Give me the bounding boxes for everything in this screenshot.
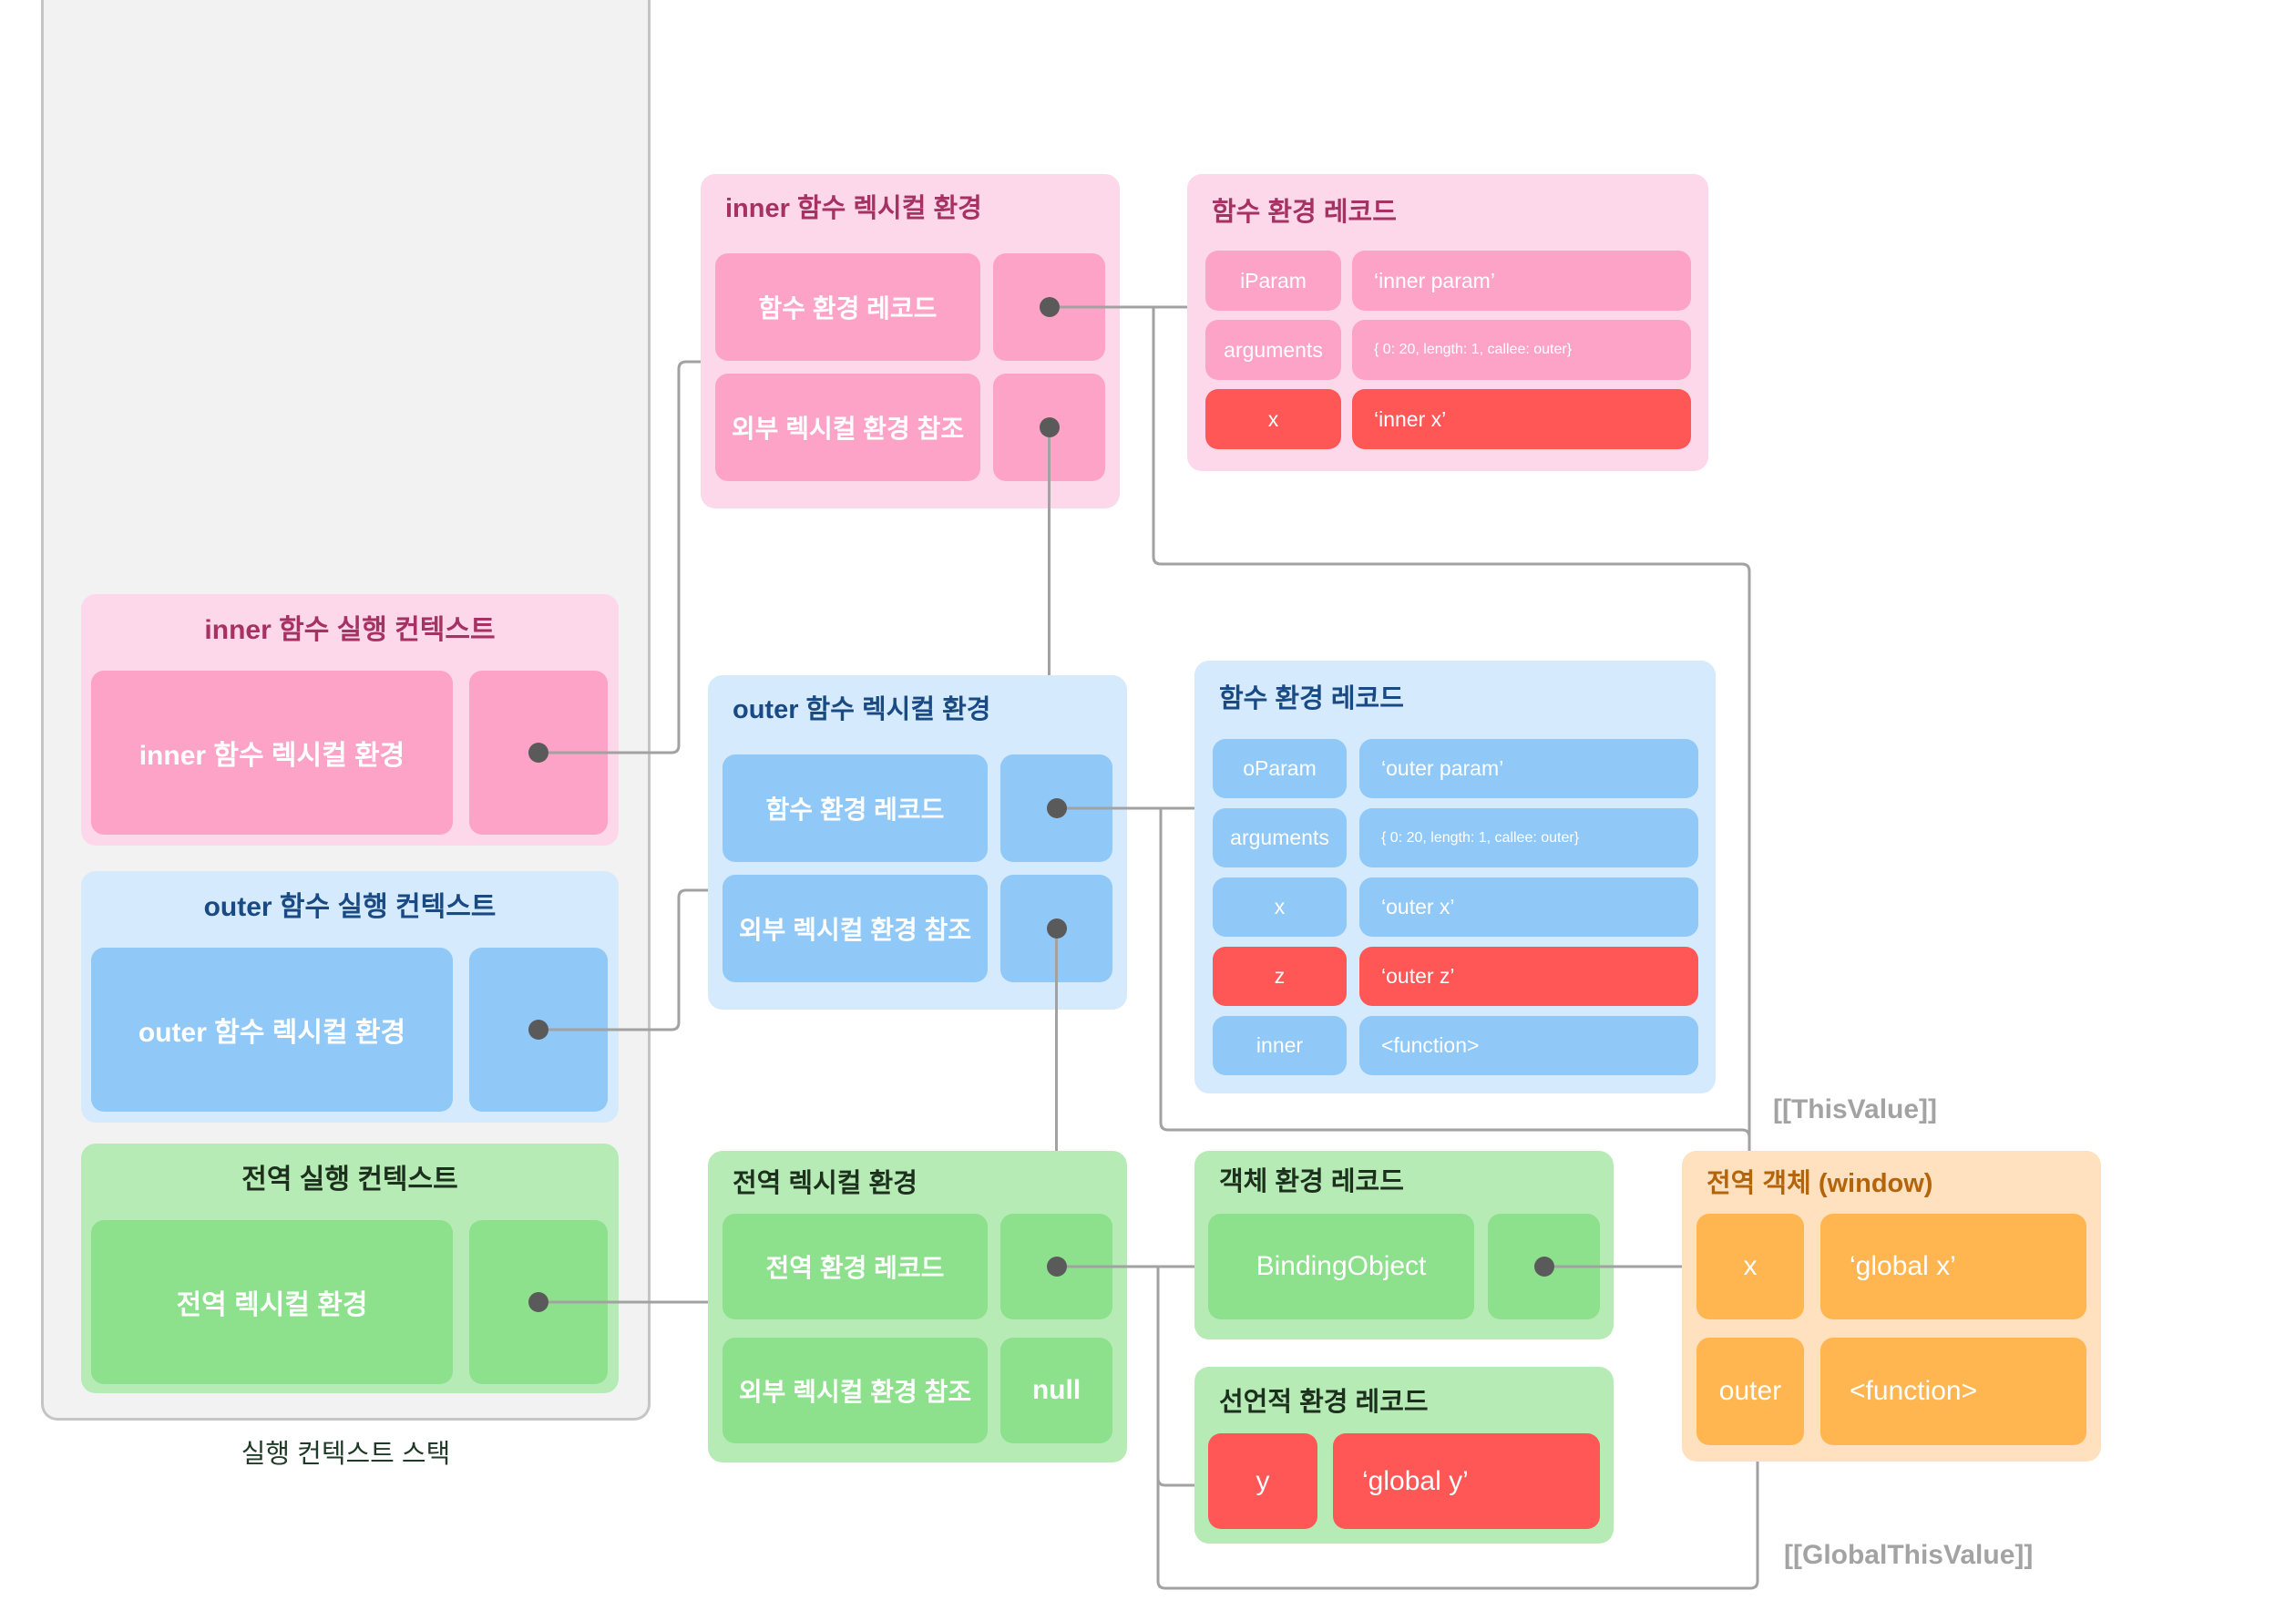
pointer-dot bbox=[1039, 297, 1060, 317]
environment-record-slot: 함수 환경 레코드 bbox=[723, 754, 988, 862]
context-title: 전역 실행 컨텍스트 bbox=[241, 1165, 458, 1195]
null-value: null bbox=[1000, 1338, 1112, 1443]
pointer-slot bbox=[1000, 754, 1112, 862]
panel-title: 전역 렉시컬 환경 bbox=[733, 1169, 917, 1198]
global-execution-context: 전역 실행 컨텍스트 전역 렉시컬 환경 bbox=[81, 1144, 619, 1393]
panel-title: 함수 환경 레코드 bbox=[1219, 684, 1404, 713]
binding-value: ‘inner x’ bbox=[1352, 389, 1691, 449]
outer-reference-slot: 외부 렉시컬 환경 참조 bbox=[723, 1338, 988, 1443]
property-key: x bbox=[1696, 1214, 1804, 1319]
panel-title: 선언적 환경 레코드 bbox=[1219, 1388, 1429, 1417]
lexical-environment-slot: 전역 렉시컬 환경 bbox=[91, 1220, 453, 1384]
context-title: outer 함수 실행 컨텍스트 bbox=[203, 892, 497, 922]
declarative-environment-record: 선언적 환경 레코드 y ‘global y’ bbox=[1194, 1367, 1614, 1544]
inner-lexical-environment: inner 함수 렉시컬 환경 함수 환경 레코드 외부 렉시컬 환경 참조 bbox=[701, 174, 1120, 508]
binding-key: z bbox=[1213, 947, 1347, 1006]
binding-key: x bbox=[1205, 389, 1341, 449]
pointer-dot bbox=[528, 743, 548, 763]
binding-value: ‘outer param’ bbox=[1359, 739, 1698, 798]
binding-value: ‘inner param’ bbox=[1352, 251, 1691, 311]
binding-key: x bbox=[1213, 877, 1347, 937]
binding-value: { 0: 20, length: 1, callee: outer} bbox=[1359, 808, 1698, 867]
outer-execution-context: outer 함수 실행 컨텍스트 outer 함수 렉시컬 환경 bbox=[81, 871, 619, 1123]
property-value: <function> bbox=[1820, 1338, 2086, 1445]
inner-function-environment-record: 함수 환경 레코드 iParam ‘inner param’ arguments… bbox=[1187, 174, 1708, 471]
environment-record-slot: 함수 환경 레코드 bbox=[715, 253, 980, 361]
pointer-dot bbox=[1046, 1257, 1067, 1277]
panel-title: inner 함수 렉시컬 환경 bbox=[725, 194, 982, 223]
outer-reference-slot: 외부 렉시컬 환경 참조 bbox=[723, 875, 988, 982]
binding-key: arguments bbox=[1205, 320, 1341, 380]
pointer-dot bbox=[1039, 417, 1060, 437]
binding-key: iParam bbox=[1205, 251, 1341, 311]
binding-value: <function> bbox=[1359, 1016, 1698, 1075]
environment-record-slot: 전역 환경 레코드 bbox=[723, 1214, 988, 1319]
outer-lexical-environment: outer 함수 렉시컬 환경 함수 환경 레코드 외부 렉시컬 환경 참조 bbox=[708, 675, 1127, 1010]
panel-title: outer 함수 렉시컬 환경 bbox=[733, 695, 991, 724]
panel-title: 전역 객체 (window) bbox=[1707, 1169, 1933, 1198]
outer-reference-slot: 외부 렉시컬 환경 참조 bbox=[715, 374, 980, 481]
pointer-slot bbox=[1000, 875, 1112, 982]
pointer-dot bbox=[1533, 1257, 1554, 1277]
pointer-slot bbox=[993, 253, 1105, 361]
stack-label: 실행 컨텍스트 스택 bbox=[241, 1440, 451, 1469]
pointer-dot bbox=[528, 1020, 548, 1040]
lexical-environment-slot: outer 함수 렉시컬 환경 bbox=[91, 948, 453, 1112]
global-this-value-label: [[GlobalThisValue]] bbox=[1784, 1540, 2034, 1570]
property-key: outer bbox=[1696, 1338, 1804, 1445]
connector-global-env-to-declarative-record bbox=[1156, 1477, 1194, 1487]
panel-title: 함수 환경 레코드 bbox=[1212, 198, 1397, 227]
panel-title: 객체 환경 레코드 bbox=[1219, 1167, 1404, 1196]
lexical-environment-slot: inner 함수 렉시컬 환경 bbox=[91, 671, 453, 835]
pointer-slot bbox=[1488, 1214, 1600, 1319]
binding-key: arguments bbox=[1213, 808, 1347, 867]
binding-key: inner bbox=[1213, 1016, 1347, 1075]
pointer-slot bbox=[469, 948, 608, 1112]
global-object: 전역 객체 (window) x ‘global x’ outer <funct… bbox=[1682, 1151, 2101, 1462]
context-title: inner 함수 실행 컨텍스트 bbox=[204, 615, 496, 645]
object-environment-record: 객체 환경 레코드 BindingObject bbox=[1194, 1151, 1614, 1339]
binding-value: ‘outer x’ bbox=[1359, 877, 1698, 937]
binding-value: ‘global y’ bbox=[1333, 1433, 1600, 1529]
pointer-slot bbox=[469, 1220, 608, 1384]
pointer-slot bbox=[469, 671, 608, 835]
binding-value: ‘outer z’ bbox=[1359, 947, 1698, 1006]
pointer-slot bbox=[993, 374, 1105, 481]
pointer-dot bbox=[528, 1292, 548, 1312]
pointer-dot bbox=[1046, 798, 1067, 818]
binding-object-slot: BindingObject bbox=[1208, 1214, 1474, 1319]
this-value-label: [[ThisValue]] bbox=[1773, 1094, 1938, 1124]
outer-function-environment-record: 함수 환경 레코드 oParam ‘outer param’ arguments… bbox=[1194, 661, 1716, 1093]
pointer-slot bbox=[1000, 1214, 1112, 1319]
inner-execution-context: inner 함수 실행 컨텍스트 inner 함수 렉시컬 환경 bbox=[81, 594, 619, 846]
binding-key: oParam bbox=[1213, 739, 1347, 798]
binding-value: { 0: 20, length: 1, callee: outer} bbox=[1352, 320, 1691, 380]
binding-key: y bbox=[1208, 1433, 1317, 1529]
global-lexical-environment: 전역 렉시컬 환경 전역 환경 레코드 외부 렉시컬 환경 참조 null bbox=[708, 1151, 1127, 1462]
pointer-dot bbox=[1046, 918, 1067, 939]
property-value: ‘global x’ bbox=[1820, 1214, 2086, 1319]
